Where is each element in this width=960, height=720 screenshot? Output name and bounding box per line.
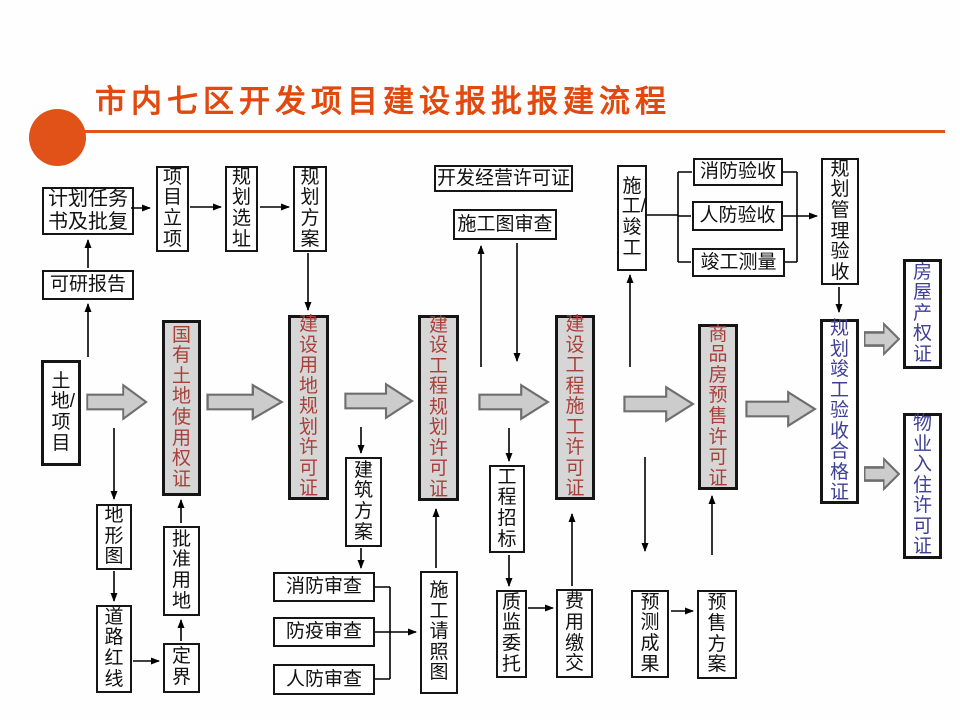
node-project-bidding: 工程招标 [489, 465, 525, 553]
node-project-planning-permit: 建设工程规划许可证 [418, 315, 459, 501]
node-drawing-review: 施工图审查 [453, 209, 557, 240]
node-label: 费用缴交 [564, 591, 584, 675]
flow-arrow-6 [745, 390, 817, 428]
node-label: 定界 [171, 646, 191, 688]
node-label: 规划竣工验收合格证 [829, 318, 849, 504]
node-occupancy-permit: 物业入住许可证 [903, 413, 942, 559]
node-feasibility-report: 可研报告 [42, 270, 134, 300]
node-planning-mgmt-acceptance: 规划管理验收 [821, 158, 859, 285]
node-label: 道路红线 [104, 606, 124, 690]
node-label: 国有土地使用权证 [171, 324, 191, 490]
flow-arrow-7 [864, 322, 900, 356]
node-approved-land: 批准用地 [163, 526, 200, 616]
node-label: 物业入住许可证 [912, 413, 932, 558]
node-topo-map: 地形图 [96, 504, 132, 570]
node-site-selection: 规划选址 [225, 166, 258, 252]
node-label: 规划方案 [300, 166, 320, 250]
flow-arrow-5 [623, 385, 695, 423]
node-survey-result: 预测成果 [631, 590, 669, 678]
node-label: 规划管理验收 [830, 158, 850, 283]
node-label: 土地/项目 [50, 370, 76, 454]
node-construction-permit: 建设工程施工许可证 [555, 314, 595, 500]
node-label: 规划选址 [231, 166, 251, 250]
page-title: 市内七区开发项目建设报批报建流程 [95, 84, 671, 119]
node-presale-scheme: 预售方案 [697, 590, 737, 679]
node-label: 施工图审查 [457, 213, 553, 235]
node-label: 工程招标 [497, 466, 517, 550]
node-plan-task: 计划任务书及批复 [42, 187, 134, 235]
title-underline [80, 130, 945, 133]
node-label: 批准用地 [171, 528, 191, 612]
node-label: 消防审查 [285, 576, 362, 598]
node-label: 人防审查 [285, 668, 362, 690]
node-fee-payment: 费用缴交 [556, 589, 593, 678]
node-label: 消防验收 [699, 161, 776, 183]
node-label: 建筑方案 [353, 459, 373, 543]
node-completion-acceptance-cert: 规划竣工验收合格证 [820, 318, 859, 504]
edge-completion-bracket-left [647, 171, 692, 263]
flow-arrow-4 [478, 383, 550, 421]
node-label: 项目立项 [162, 166, 182, 250]
node-label: 开发经营许可证 [436, 167, 570, 189]
node-label: 房屋产权证 [912, 261, 932, 365]
node-label: 预测成果 [640, 591, 660, 675]
node-civil-defense-review: 人防审查 [273, 664, 375, 695]
edge-acceptance-bracket-right [783, 171, 798, 263]
node-quality-supervision: 质监委托 [496, 590, 527, 678]
flow-arrow-1 [86, 383, 148, 421]
node-arch-scheme: 建筑方案 [345, 457, 382, 547]
node-label: 竣工测量 [700, 251, 777, 273]
flow-arrow-8 [864, 457, 900, 491]
node-label: 质监委托 [501, 591, 521, 675]
node-epidemic-review: 防疫审查 [273, 617, 375, 647]
node-land-use-cert: 国有土地使用权证 [162, 320, 201, 496]
node-label: 施工/竣工 [621, 175, 647, 259]
node-label: 可研报告 [49, 274, 126, 296]
node-construction-completion: 施工/竣工 [617, 165, 647, 271]
node-label: 施工请照图 [429, 580, 449, 684]
orange-circle-decoration [29, 109, 86, 166]
node-label: 建设工程施工许可证 [565, 314, 585, 500]
node-label: 预售方案 [707, 592, 727, 676]
node-boundary: 定界 [163, 643, 200, 693]
node-fire-review: 消防审查 [273, 572, 375, 602]
edge-review-bracket [375, 586, 391, 680]
node-permit-drawing: 施工请照图 [420, 571, 458, 694]
node-dev-license: 开发经营许可证 [434, 165, 573, 192]
node-property-cert: 房屋产权证 [903, 259, 942, 369]
node-label: 防疫审查 [285, 621, 362, 643]
node-road-redline: 道路红线 [96, 605, 132, 693]
node-label: 计划任务书及批复 [48, 188, 128, 233]
node-fire-acceptance: 消防验收 [693, 158, 783, 186]
node-project-approval: 项目立项 [156, 166, 189, 252]
flow-arrow-3 [344, 382, 414, 420]
node-completion-survey: 竣工测量 [692, 248, 785, 277]
node-civil-defense-acceptance: 人防验收 [692, 201, 783, 231]
node-planning-scheme: 规划方案 [293, 166, 327, 252]
node-label: 人防验收 [699, 205, 776, 227]
node-label: 地形图 [104, 505, 124, 568]
node-label: 建设工程规划许可证 [428, 314, 448, 500]
node-land-project: 土地/项目 [41, 360, 81, 466]
node-label: 商品房预售许可证 [708, 323, 728, 489]
node-presale-permit: 商品房预售许可证 [698, 324, 738, 490]
flow-arrow-2 [206, 383, 284, 421]
node-label: 建设用地规划许可证 [298, 314, 318, 500]
node-land-planning-permit: 建设用地规划许可证 [288, 314, 329, 500]
